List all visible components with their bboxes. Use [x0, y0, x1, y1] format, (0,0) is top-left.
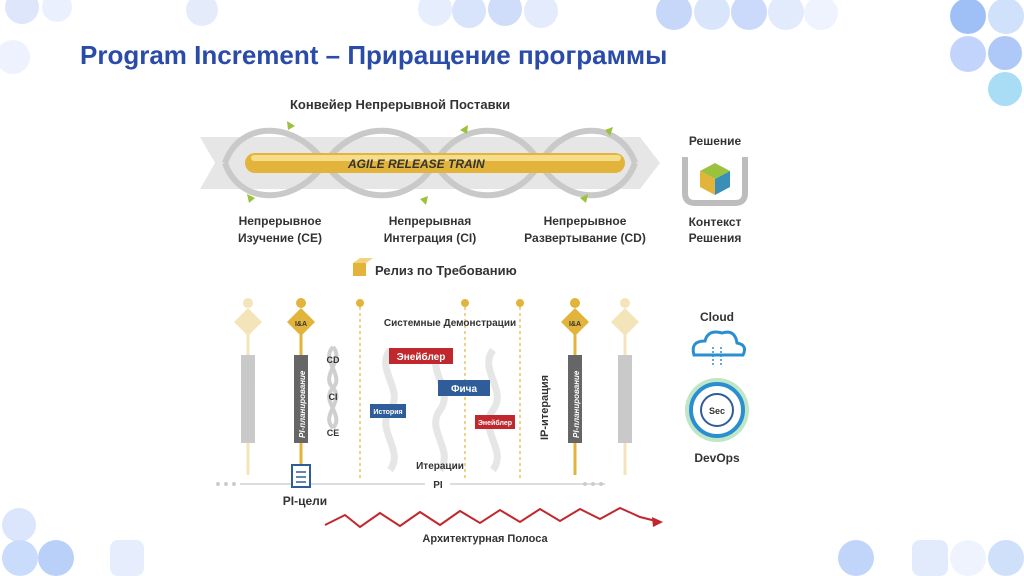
- decor-bubble: [988, 36, 1022, 70]
- sec-label: Sec: [709, 406, 725, 416]
- release-box-top: [353, 258, 373, 263]
- decor-bubble: [2, 508, 36, 542]
- pi-timeline-label: PI: [433, 480, 443, 491]
- solution-context-line2: Решения: [689, 231, 742, 245]
- decor-bubble: [656, 0, 692, 30]
- story-text: История: [373, 409, 402, 416]
- decor-bubble: [186, 0, 218, 26]
- decor-bubble: [0, 40, 30, 74]
- pipeline-heading: Конвейер Непрерывной Поставки: [290, 97, 510, 112]
- pipeline-arrowhead: [287, 121, 295, 130]
- devops-label: DevOps: [694, 451, 740, 465]
- decor-bubble: [731, 0, 767, 30]
- cloud-label: Cloud: [700, 310, 734, 324]
- ci-label-line1: Непрерывная: [389, 214, 471, 228]
- solution-cube-right: [715, 171, 730, 195]
- solution-context-line1: Контекст: [689, 215, 742, 229]
- decor-bubble: [988, 0, 1024, 34]
- pi-milestone-left: I&A: [287, 298, 315, 475]
- decor-bubble: [2, 540, 38, 576]
- pi-milestone-faded-left: [234, 298, 262, 475]
- cicd-mini-loop: [327, 345, 339, 430]
- decor-bubble: [988, 72, 1022, 106]
- svg-text:I&A: I&A: [295, 321, 307, 328]
- pi-milestone-faded-right: [611, 298, 639, 475]
- slide-title: Program Increment – Приращение программы: [80, 40, 668, 70]
- story-tag: [370, 404, 406, 418]
- pi-objectives-icon: [291, 464, 311, 488]
- pipeline-arrowhead: [460, 125, 468, 134]
- architectural-runway-line: [324, 506, 661, 529]
- pipeline-graphic: AGILE RELEASE TRAIN: [200, 121, 660, 205]
- decor-bubble: [768, 0, 804, 30]
- release-train-label: AGILE RELEASE TRAIN: [347, 157, 485, 171]
- decor-bubble: [42, 0, 72, 22]
- enabler-large-tag: [389, 348, 453, 364]
- feature-text: Фича: [451, 384, 477, 395]
- decor-bubble: [452, 0, 486, 28]
- decor-bubble: [804, 0, 838, 30]
- loop-cd-label: CD: [327, 355, 340, 365]
- decor-bubble: [418, 0, 452, 26]
- svg-text:I&A: I&A: [569, 321, 581, 328]
- iteration-loop: [485, 347, 501, 473]
- pi-timeline: [216, 482, 605, 486]
- release-box: [353, 263, 366, 276]
- feature-tag: [438, 380, 490, 396]
- loop-ce-label: CE: [327, 428, 340, 438]
- cd-label-line1: Непрерывное: [544, 214, 627, 228]
- ce-label-line1: Непрерывное: [239, 214, 322, 228]
- pipeline-arrowhead: [605, 127, 613, 136]
- iteration-loop: [432, 347, 448, 473]
- enabler-small-text: Энейблер: [478, 419, 512, 427]
- enabler-large-text: Энейблер: [397, 351, 446, 363]
- loop-ci-label: CI: [329, 392, 338, 402]
- decor-bubble: [950, 0, 986, 34]
- ip-iteration-label: IP-итерация: [539, 375, 551, 440]
- cloud-icon: [691, 330, 746, 365]
- pi-planning-label-left: PI-планирование: [298, 370, 307, 438]
- decor-bubble: [524, 0, 558, 28]
- decor-bubble: [5, 0, 39, 24]
- pipeline-arrowhead: [420, 196, 428, 205]
- decor-bubble: [950, 540, 986, 576]
- cd-label-line2: Развертывание (CD): [524, 231, 646, 245]
- pi-milestone-right: I&A: [561, 298, 589, 475]
- ci-label-line2: Интеграция (CI): [384, 231, 477, 245]
- solution-tray: [682, 157, 748, 206]
- solution-icon: [682, 157, 748, 206]
- release-label: Релиз по Требованию: [375, 263, 517, 278]
- enabler-small-tag: [475, 415, 515, 429]
- iteration-markers: [356, 299, 524, 307]
- release-train-highlight: [251, 155, 621, 161]
- solution-label: Решение: [689, 134, 742, 148]
- architectural-runway-label: Архитектурная Полоса: [422, 533, 548, 545]
- decor-bubble: [38, 540, 74, 576]
- devsecops-icon: [685, 378, 749, 442]
- decor-square: [110, 540, 144, 576]
- decor-square: [912, 540, 948, 576]
- solution-cube-left: [700, 171, 715, 195]
- program-increment-diagram: Конвейер Непрерывной Поставки AGILE RELE…: [200, 97, 749, 545]
- pi-planning-label-right: PI-планирование: [572, 370, 581, 438]
- pi-objectives-label: PI-цели: [283, 494, 327, 508]
- iterations-label: Итерации: [416, 461, 464, 472]
- system-demos-label: Системные Демонстрации: [384, 318, 516, 329]
- architectural-runway-arrow: [652, 517, 663, 527]
- release-box-icon: [353, 258, 373, 276]
- decor-bubble: [988, 540, 1024, 576]
- pipeline-arrowhead: [580, 194, 588, 203]
- decor-bubble: [950, 36, 986, 72]
- ce-label-line2: Изучение (CE): [238, 231, 322, 245]
- decor-bubble: [838, 540, 874, 576]
- decor-bubble: [488, 0, 522, 26]
- pipeline-arrowhead: [247, 194, 255, 203]
- decor-bubble: [694, 0, 730, 30]
